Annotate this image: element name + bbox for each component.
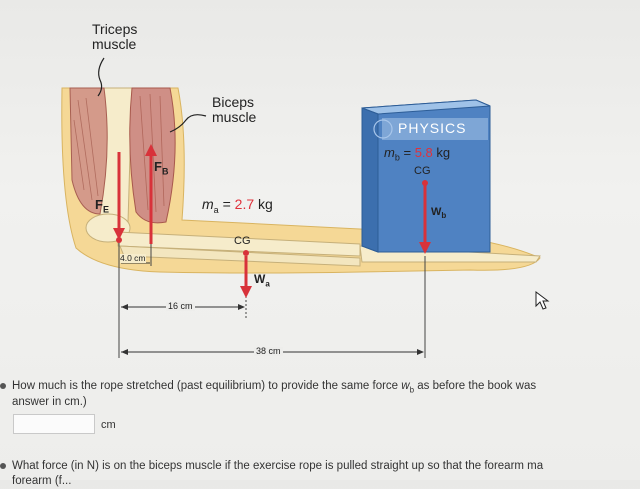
question1-bullet [0, 383, 6, 389]
physics-figure: Triceps muscle Biceps muscle FE FB ma = … [61, 21, 550, 358]
question2-line2: forearm (f... [12, 475, 72, 487]
mass-a-label: ma = 2.7 kg [202, 196, 273, 215]
weight-b-label: Wb [431, 206, 447, 221]
mouse-cursor-icon [535, 291, 550, 310]
answer-input-1[interactable] [13, 414, 95, 434]
triceps-label: Triceps muscle [92, 21, 138, 52]
dim-38cm-label: 38 cm [254, 346, 283, 357]
elbow-pivot-dot [116, 237, 122, 243]
triceps-callout [97, 57, 105, 97]
cg-book-dot [422, 180, 428, 186]
dim-16cm-label: 16 cm [166, 301, 195, 312]
weight-a-label: Wa [254, 272, 270, 289]
forearm-bone-2 [119, 245, 361, 267]
triceps-muscle [69, 87, 108, 215]
atom-icon [373, 119, 393, 139]
cg-arm-dot [243, 250, 249, 256]
question2-line1: What force (in N) is on the biceps muscl… [12, 460, 544, 472]
question2-bullet [0, 463, 6, 469]
mass-b-label: mb = 5.8 kg [384, 145, 451, 163]
question1-line1: How much is the rope stretched (past equ… [12, 380, 537, 395]
book-title: PHYSICS [398, 120, 467, 136]
force-e-label: FE [95, 197, 109, 215]
biceps-label: Biceps muscle [212, 94, 257, 125]
biceps-callout [169, 114, 207, 133]
force-b-label: FB [154, 159, 169, 177]
arm-outline [61, 87, 541, 274]
question1-line2: answer in cm.) [12, 396, 87, 408]
book-title-band [382, 118, 488, 140]
dim-4cm-label: 4.0 cm [120, 253, 146, 263]
cg-arm-label: CG [234, 235, 251, 247]
answer-unit-1: cm [101, 419, 116, 431]
arm-diagram [61, 57, 550, 358]
cg-book-label: CG [414, 165, 431, 177]
